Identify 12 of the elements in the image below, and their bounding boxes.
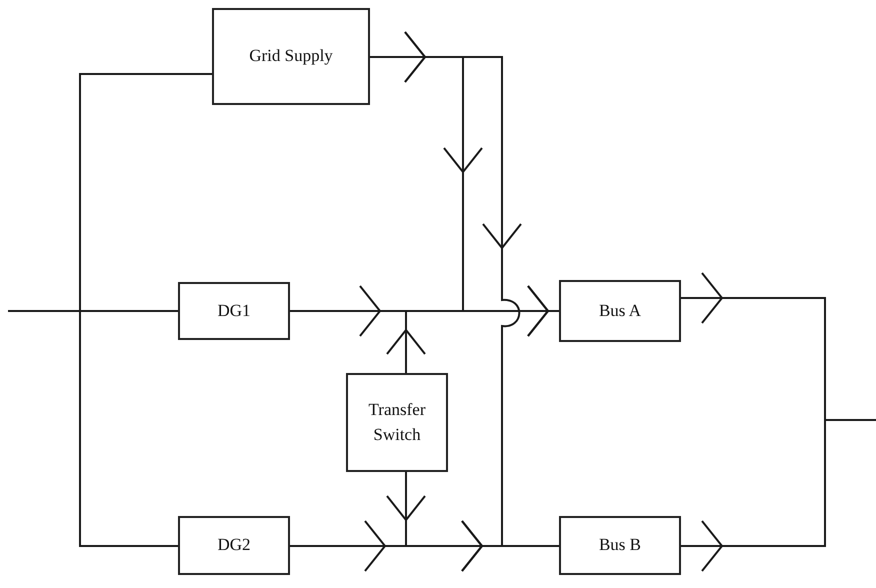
- block-label: Bus B: [598, 534, 642, 556]
- block-label: DG1: [217, 300, 251, 322]
- block-box: [212, 8, 370, 105]
- block-label: Bus A: [598, 300, 642, 322]
- block-label: DG2: [217, 534, 251, 556]
- block-label: Transfer Switch: [368, 398, 426, 446]
- block-label: Grid Supply: [249, 45, 333, 68]
- block-box: [178, 516, 290, 575]
- block-box: [559, 280, 681, 342]
- block-box: [178, 282, 290, 340]
- block-box: [346, 373, 448, 472]
- block-box: [559, 516, 681, 575]
